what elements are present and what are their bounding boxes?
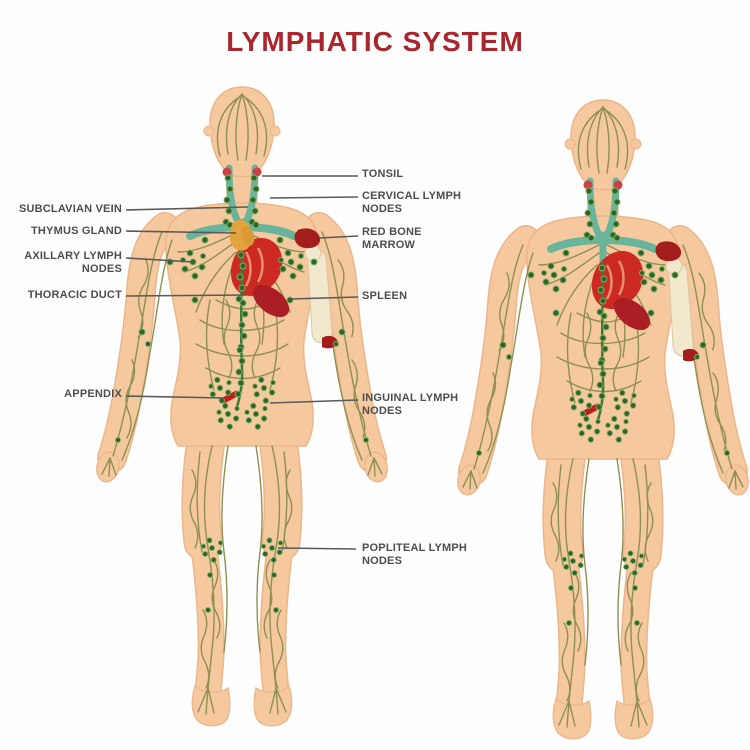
leader-spleen — [289, 296, 359, 300]
label-axillary-lymph-nodes: AXILLARY LYMPH NODES — [24, 250, 122, 275]
leader-appendix — [125, 395, 225, 399]
thymus-gland — [229, 219, 255, 251]
label-subclavian-vein: SUBCLAVIAN VEIN — [18, 203, 122, 215]
page-title: LYMPHATIC SYSTEM — [226, 26, 524, 57]
label-cervical-lymph-nodes: CERVICAL LYMPH NODES — [362, 190, 462, 215]
label-tonsil: TONSIL — [362, 168, 404, 180]
label-popliteal-lymph-nodes: POPLITEAL LYMPH NODES — [362, 542, 468, 567]
label-appendix: APPENDIX — [64, 388, 122, 400]
leader-subclavian-vein — [125, 206, 249, 211]
leader-inguinal-nodes — [269, 399, 359, 404]
leader-lines — [125, 175, 359, 550]
leader-thymus-gland — [125, 230, 237, 234]
front-figure-illustration — [94, 87, 391, 726]
leader-axillary-nodes — [125, 257, 195, 263]
label-thoracic-duct: THORACIC DUCT — [27, 289, 122, 301]
label-inguinal-lymph-nodes: INGUINAL LYMPH NODES — [362, 392, 459, 417]
label-spleen: SPLEEN — [362, 290, 408, 302]
leader-popliteal-nodes — [277, 547, 357, 550]
label-thymus-gland: THYMUS GLAND — [30, 225, 122, 237]
leader-cervical-nodes — [269, 196, 359, 199]
back-figure-illustration — [455, 100, 750, 739]
leader-thoracic-duct — [125, 294, 247, 297]
label-red-bone-marrow: RED BONE MARROW — [362, 226, 422, 251]
leader-red-bone-marrow — [319, 235, 359, 239]
